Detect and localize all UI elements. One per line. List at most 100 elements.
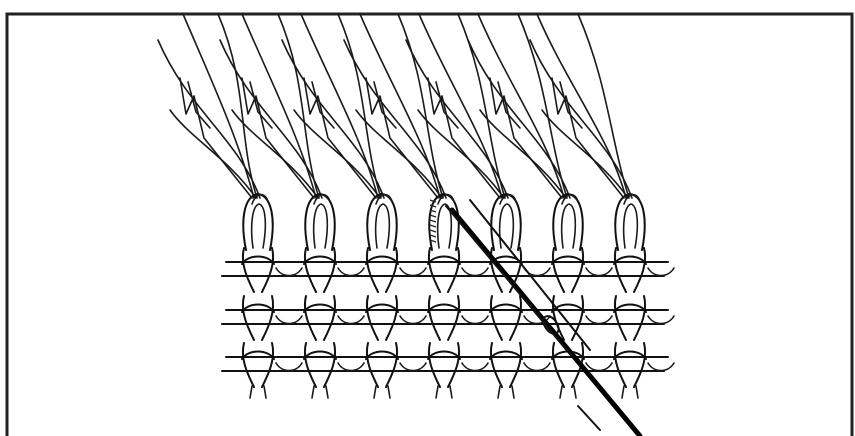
- stitch: [614, 343, 674, 387]
- yarn-strand: [578, 14, 629, 198]
- stitch-leg: [510, 296, 521, 340]
- yarn-strand: [530, 40, 632, 198]
- stitch-leg: [367, 248, 378, 292]
- needle-point-thread: [578, 406, 600, 430]
- stitch-leg: [305, 296, 316, 340]
- stitch: [366, 343, 426, 387]
- yarn-strand: [560, 82, 582, 128]
- stitch-bar: [586, 268, 612, 276]
- stitch-leg: [262, 343, 273, 387]
- top-loop: [243, 194, 272, 250]
- stitch: [614, 248, 674, 292]
- stitch-leg: [429, 343, 440, 387]
- top-loop: [429, 194, 458, 250]
- stitch-leg: [324, 296, 335, 340]
- stitch-leg: [367, 296, 378, 340]
- knitted-fabric: [222, 248, 674, 398]
- yarn-strand: [188, 82, 210, 128]
- yarn-bundle: [468, 14, 570, 198]
- stitch: [428, 343, 488, 387]
- top-loop: [615, 194, 644, 250]
- stitch-leg: [305, 343, 316, 387]
- stitch-bar: [276, 316, 302, 324]
- stitch-leg: [386, 248, 397, 292]
- stitch: [366, 248, 426, 292]
- fabric-edge: [374, 386, 390, 398]
- stitch-leg: [553, 248, 564, 292]
- yarn-strand: [498, 82, 520, 128]
- loop-inner: [314, 204, 328, 248]
- stitch-leg: [243, 296, 254, 340]
- stitch-leg: [615, 296, 626, 340]
- stitch: [366, 296, 426, 340]
- fabric-edge: [436, 386, 452, 398]
- stitch-bar: [400, 363, 426, 371]
- stitch-leg: [262, 296, 273, 340]
- yarn-strand: [360, 14, 440, 198]
- stitch-leg: [386, 296, 397, 340]
- stitch-bar: [400, 316, 426, 324]
- stitch: [428, 296, 488, 340]
- stitch: [242, 343, 302, 387]
- stitch-leg: [491, 343, 502, 387]
- stitch-leg: [615, 248, 626, 292]
- yarn-strand: [282, 40, 384, 198]
- yarn-strand: [406, 40, 508, 198]
- loop-inner: [500, 204, 514, 248]
- loop-inner: [624, 204, 638, 248]
- stitch-row: [222, 296, 674, 340]
- stitch: [428, 248, 488, 292]
- stitch-leg: [262, 248, 273, 292]
- stitch: [304, 248, 364, 292]
- stitch-bar: [648, 363, 674, 371]
- fabric-edge: [560, 386, 576, 398]
- stitch: [552, 248, 612, 292]
- stitch-leg: [367, 343, 378, 387]
- fabric-edge: [250, 386, 266, 398]
- yarn-bundle: [344, 14, 446, 198]
- stitch-bar: [648, 316, 674, 324]
- loop-hatch: [430, 225, 436, 227]
- stitch-leg: [634, 343, 645, 387]
- stitch-bar: [462, 268, 488, 276]
- top-loop: [305, 194, 334, 250]
- stitch-bar: [586, 316, 612, 324]
- stitch-row: [222, 343, 674, 387]
- top-loops: [243, 194, 644, 250]
- stitch-leg: [510, 343, 521, 387]
- yarn-strand: [468, 40, 570, 198]
- stitch-leg: [553, 343, 564, 387]
- yarn-strand: [537, 14, 626, 198]
- stitch-bar: [462, 363, 488, 371]
- stitch-leg: [429, 248, 440, 292]
- top-loop: [553, 194, 582, 250]
- stitch-leg: [243, 343, 254, 387]
- yarn-bundle: [158, 14, 260, 198]
- stitch-leg: [324, 248, 335, 292]
- stitch-leg: [615, 343, 626, 387]
- loop-hatch: [430, 230, 436, 232]
- yarn-strand: [374, 82, 396, 128]
- stitch-bar: [338, 363, 364, 371]
- stitch: [490, 343, 550, 387]
- stitch-bar: [276, 268, 302, 276]
- yarn-strand: [220, 40, 322, 198]
- yarn-strand: [158, 40, 260, 198]
- stitch-bar: [338, 268, 364, 276]
- stitch: [242, 296, 302, 340]
- stitch-bar: [462, 316, 488, 324]
- stitch-leg: [491, 296, 502, 340]
- stitch-leg: [243, 248, 254, 292]
- fabric-edge: [622, 386, 638, 398]
- stitch-leg: [448, 248, 459, 292]
- stitch-leg: [448, 343, 459, 387]
- fabric-edge: [312, 386, 328, 398]
- loop-inner: [562, 204, 576, 248]
- stitch-bar: [400, 268, 426, 276]
- loop-inner: [376, 204, 390, 248]
- yarn-strand: [398, 14, 443, 198]
- stitch: [242, 248, 302, 292]
- top-loop: [491, 194, 520, 250]
